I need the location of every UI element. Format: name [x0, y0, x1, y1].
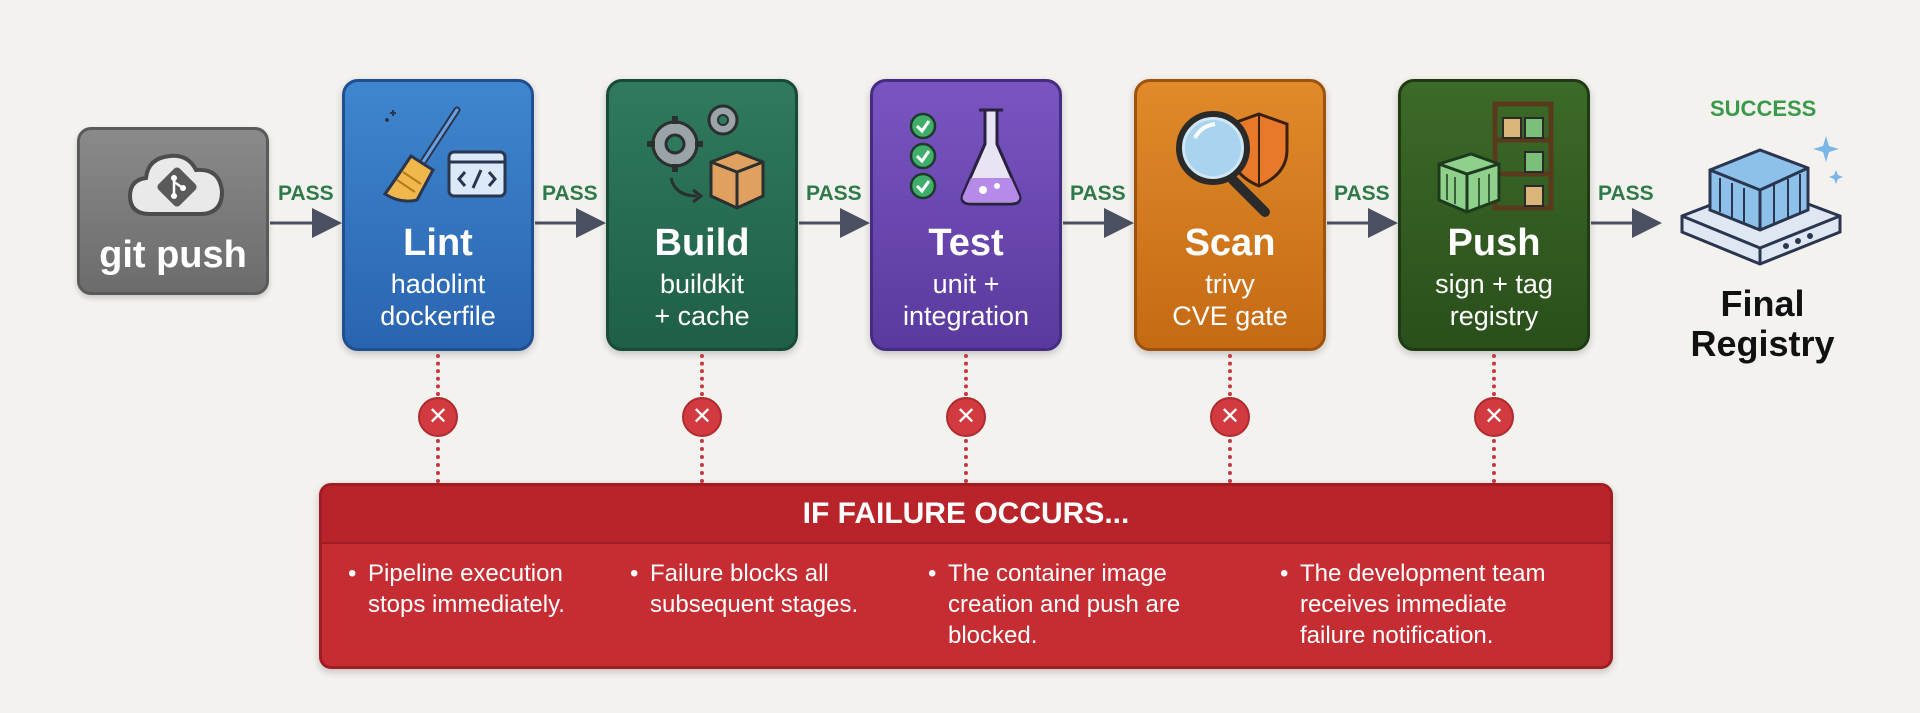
stage-build: Build buildkit + cache	[606, 79, 798, 351]
failure-item-1: • Pipeline execution stops immediately.	[348, 558, 608, 620]
failure-item-4: • The development team receives immediat…	[1280, 558, 1600, 651]
stage-build-title: Build	[654, 222, 750, 264]
fail-x-icon-push: ✕	[1474, 397, 1514, 437]
failure-item-1-line-1: Pipeline execution	[368, 560, 563, 587]
success-label: SUCCESS	[1710, 96, 1817, 121]
final-registry-line-2: Registry	[1690, 323, 1835, 364]
failure-item-3-line-1: The container image	[948, 560, 1167, 587]
fail-x-icon-lint: ✕	[418, 397, 458, 437]
stage-scan-title: Scan	[1184, 222, 1276, 264]
final-registry-label: Final Registry	[1660, 284, 1865, 364]
failure-item-3: • The container image creation and push …	[928, 558, 1248, 651]
stage-test-sub-1: unit +	[932, 269, 1000, 299]
stage-scan-sub-1: trivy	[1205, 269, 1255, 299]
final-registry-line-1: Final	[1720, 283, 1805, 324]
fail-connector-test-top	[964, 354, 968, 396]
failure-item-1-line-2: stops immediately.	[368, 591, 565, 618]
bullet: •	[348, 560, 357, 587]
failure-item-2: • Failure blocks all subsequent stages.	[630, 558, 890, 620]
failure-item-2-line-2: subsequent stages.	[650, 591, 859, 618]
stage-lint-sub-1: hadolint	[390, 269, 486, 299]
stage-test-sub-2: integration	[902, 301, 1030, 331]
failure-item-3-line-3: blocked.	[948, 622, 1038, 649]
git-push-node: git push	[77, 127, 269, 295]
pass-label-3: PASS	[806, 182, 862, 205]
stage-test: Test unit + integration	[870, 79, 1062, 351]
source-label: git push	[99, 234, 247, 276]
stage-push-title: Push	[1447, 222, 1541, 264]
stage-push-sub-1: sign + tag	[1435, 269, 1553, 299]
stage-build-sub-2: + cache	[654, 301, 750, 331]
fail-connector-lint-bottom	[436, 439, 440, 483]
bullet: •	[1280, 560, 1289, 587]
bullet: •	[630, 560, 639, 587]
failure-item-4-line-2: receives immediate	[1300, 591, 1507, 618]
bullet: •	[928, 560, 937, 587]
containers-shelf-icon	[1437, 101, 1554, 214]
failure-item-4-line-1: The development team	[1300, 560, 1546, 587]
stage-build-sub-1: buildkit	[659, 269, 745, 299]
broom-code-icon	[382, 106, 507, 203]
git-cloud-icon	[127, 153, 225, 216]
stage-lint-title: Lint	[403, 222, 473, 264]
fail-x-icon-build: ✕	[682, 397, 722, 437]
pass-label-2: PASS	[542, 182, 598, 205]
fail-connector-scan-top	[1228, 354, 1232, 396]
failure-item-4-line-3: failure notification.	[1300, 622, 1494, 649]
fail-x-icon-test: ✕	[946, 397, 986, 437]
fail-connector-test-bottom	[964, 439, 968, 483]
gears-box-icon	[647, 104, 765, 210]
fail-connector-scan-bottom	[1228, 439, 1232, 483]
fail-connector-lint-top	[436, 354, 440, 396]
stage-push-sub-2: registry	[1449, 301, 1539, 331]
failure-panel: IF FAILURE OCCURS... • Pipeline executio…	[319, 483, 1613, 669]
stage-test-title: Test	[928, 222, 1004, 264]
stage-lint-sub-2: dockerfile	[380, 301, 496, 331]
checklist-flask-icon	[909, 108, 1022, 206]
magnifier-shield-icon	[1176, 111, 1289, 217]
pass-label-4: PASS	[1070, 182, 1126, 205]
fail-connector-build-top	[700, 354, 704, 396]
fail-connector-push-bottom	[1492, 439, 1496, 483]
pass-label-6: PASS	[1598, 182, 1654, 205]
stage-scan: Scan trivy CVE gate	[1134, 79, 1326, 351]
stage-push: Push sign + tag registry	[1398, 79, 1590, 351]
failure-item-2-line-1: Failure blocks all	[650, 560, 829, 587]
failure-item-3-line-2: creation and push are	[948, 591, 1181, 618]
fail-connector-push-top	[1492, 354, 1496, 396]
stage-scan-sub-2: CVE gate	[1172, 301, 1288, 331]
failure-title: IF FAILURE OCCURS...	[322, 486, 1610, 544]
pass-label-5: PASS	[1334, 182, 1390, 205]
registry-server-icon	[1680, 136, 1843, 266]
pass-label-1: PASS	[278, 182, 334, 205]
stage-lint: Lint hadolint dockerfile	[342, 79, 534, 351]
fail-connector-build-bottom	[700, 439, 704, 483]
fail-x-icon-scan: ✕	[1210, 397, 1250, 437]
